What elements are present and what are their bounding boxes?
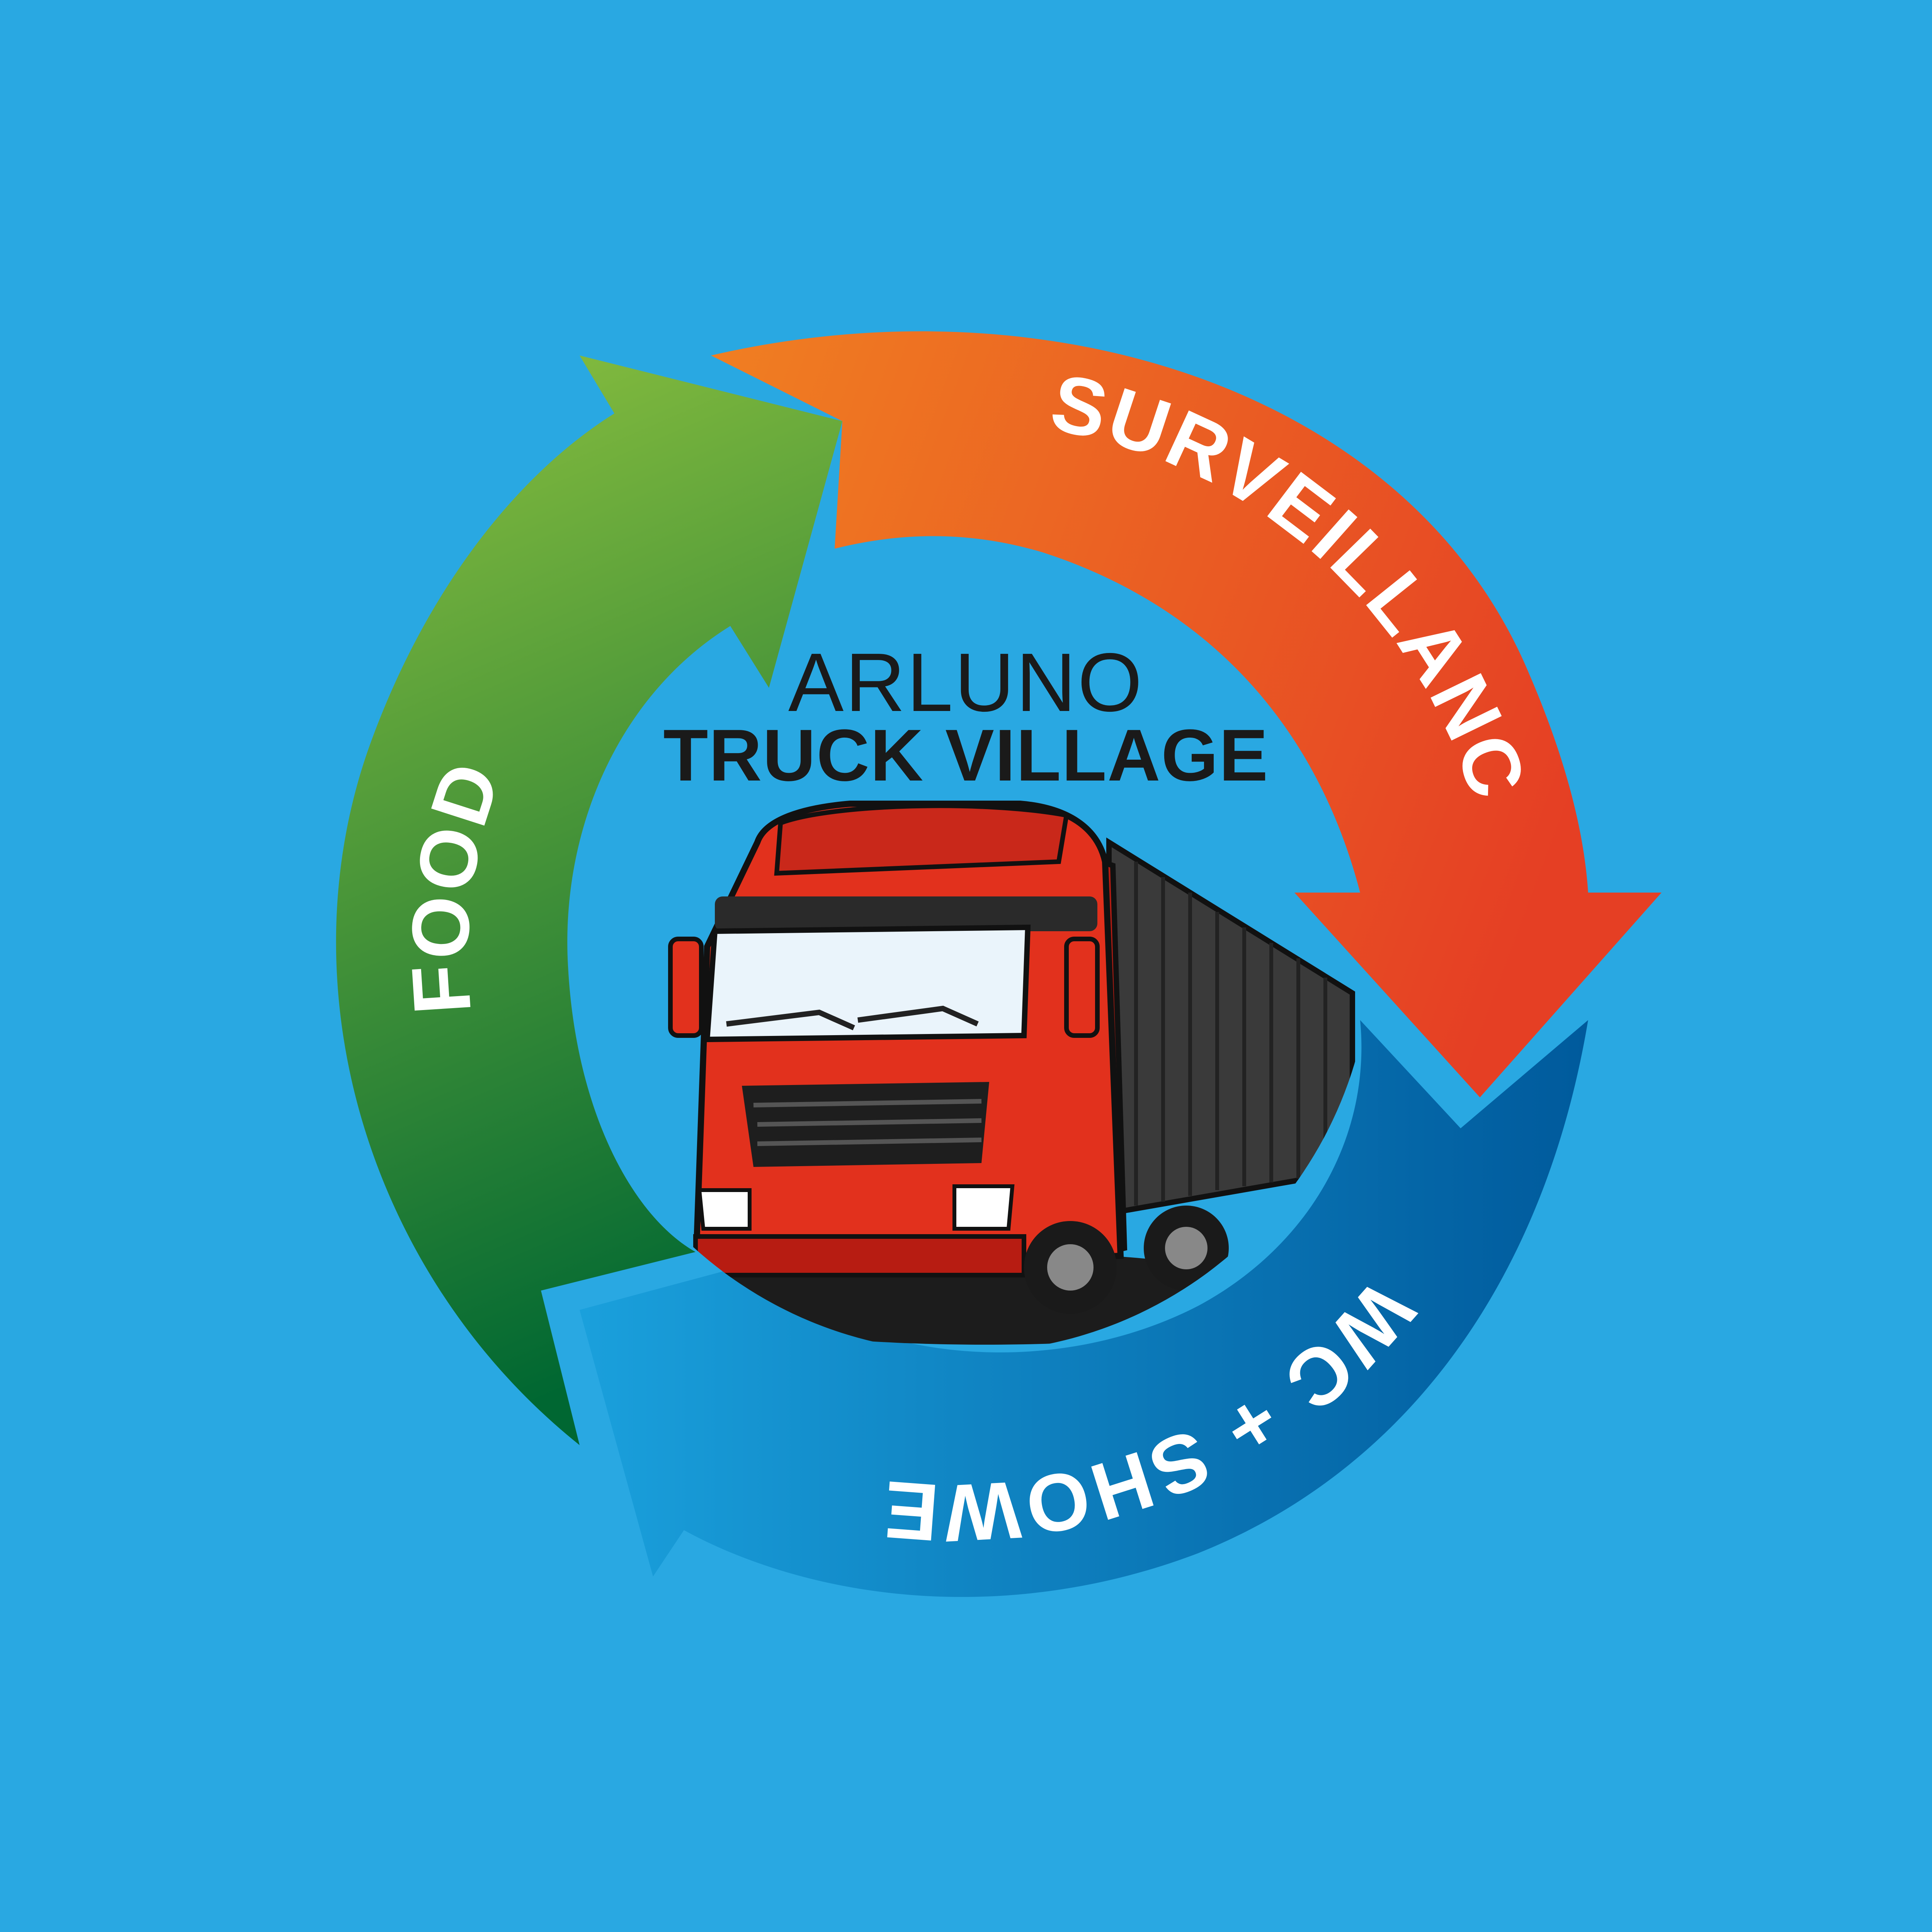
- truck-icon: [668, 801, 1355, 1345]
- logo-title-line-1: ARLUNO: [788, 636, 1144, 729]
- logo-title-line-2: TRUCK VILLAGE: [663, 714, 1269, 796]
- food-arrow: [336, 355, 842, 1445]
- wc-shower-arrow: [580, 1020, 1588, 1597]
- surveillance-arrow: [711, 331, 1662, 1097]
